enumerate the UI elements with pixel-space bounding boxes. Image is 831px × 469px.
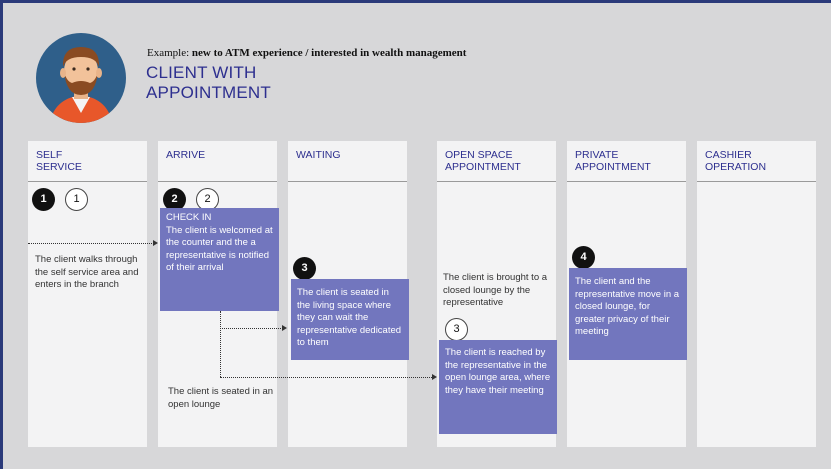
arrow-head: [432, 374, 437, 380]
step-badge-filled: 3: [293, 257, 316, 280]
step-badge-outline: 1: [65, 188, 88, 211]
bearded-man-avatar-icon: [36, 33, 126, 123]
example-text: new to ATM experience / interested in we…: [191, 47, 467, 59]
arrive-note: The client is seated in an open lounge: [168, 386, 274, 410]
example-caption: Example: new to ATM experience / interes…: [147, 47, 466, 59]
page-title: CLIENT WITH APPOINTMENT: [146, 63, 271, 102]
open-space-box: The client is reached by the representat…: [439, 340, 557, 434]
column-header: ARRIVE: [158, 141, 277, 182]
connector-line: [220, 311, 221, 377]
connector-line: [28, 243, 156, 244]
waiting-box: The client is seated in the living space…: [291, 279, 409, 360]
connector-line: [220, 377, 434, 378]
arrow-head: [153, 240, 158, 246]
private-appointment-box: The client and the representative move i…: [569, 268, 687, 360]
arrow-head: [282, 325, 287, 331]
step-badge-filled: 1: [32, 188, 55, 211]
step-badge-filled: 4: [572, 246, 595, 269]
self-service-note: The client walks through the self servic…: [35, 254, 139, 290]
column-header: WAITING: [288, 141, 407, 182]
example-prefix: Example:: [147, 47, 192, 59]
step-badge-filled: 2: [163, 188, 186, 211]
connector-line: [220, 328, 285, 329]
check-in-box: CHECK IN The client is welcomed at the c…: [160, 208, 279, 311]
step-badge-outline: 3: [445, 318, 468, 341]
check-in-title: CHECK IN: [166, 212, 212, 223]
check-in-body: The client is welcomed at the counter an…: [166, 224, 273, 274]
open-space-note: The client is brought to a closed lounge…: [443, 272, 548, 308]
